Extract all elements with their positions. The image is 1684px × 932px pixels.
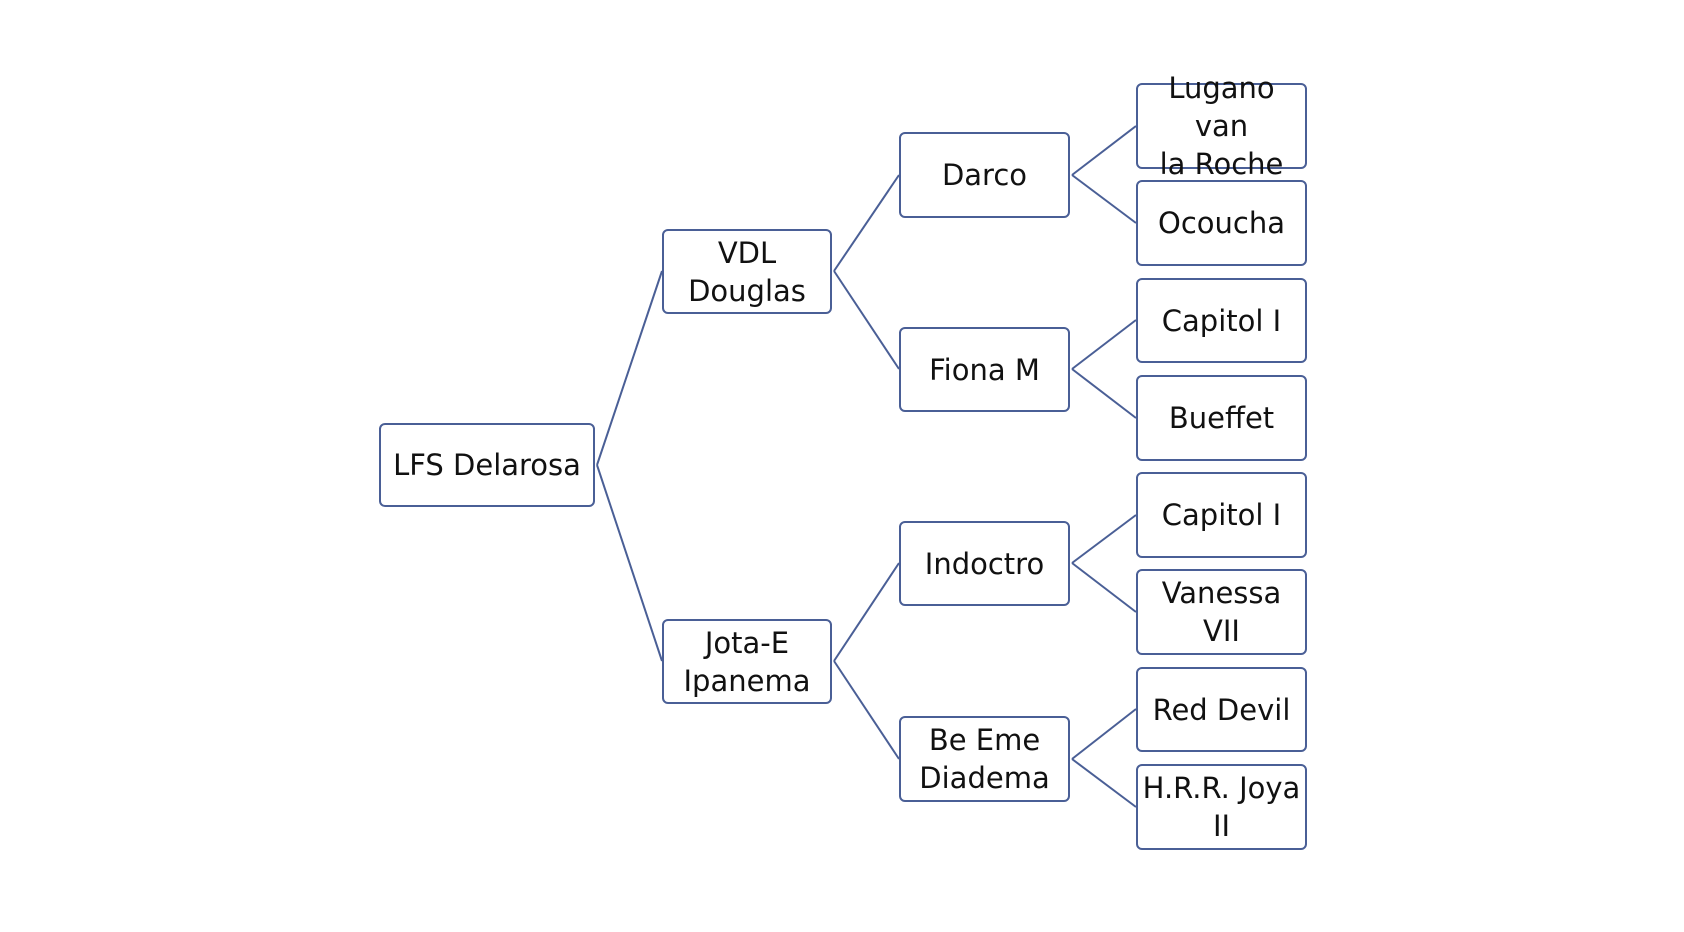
node-sire-dam-fiona-m: Fiona M — [899, 327, 1070, 412]
node-red-devil: Red Devil — [1136, 667, 1307, 752]
node-dam-dam-be-eme-diadema: Be Eme Diadema — [899, 716, 1070, 802]
node-label: Capitol I — [1161, 303, 1282, 338]
connector-indoctro-capitol — [1071, 514, 1137, 564]
node-label: Be Eme Diadema — [919, 723, 1050, 795]
node-label: Jota-E Ipanema — [683, 625, 811, 698]
connector-sire-sire-sire — [833, 174, 900, 272]
node-hrr-joya-ii: H.R.R. Joya II — [1136, 764, 1307, 850]
node-label: Red Devil — [1152, 692, 1291, 727]
node-lugano-van-la-roche: Lugano van la Roche — [1136, 71, 1307, 181]
connector-sire-sire-dam — [833, 270, 900, 370]
connector-darco-ocoucha — [1071, 174, 1137, 224]
connector-root-dam — [596, 464, 663, 662]
node-label: Vanessa VII — [1161, 576, 1282, 648]
node-label: Lugano van la Roche — [1159, 71, 1284, 181]
node-ocoucha: Ocoucha — [1136, 180, 1307, 266]
node-dam-jota-e-ipanema: Jota-E Ipanema — [662, 619, 832, 704]
node-label: H.R.R. Joya II — [1142, 771, 1301, 843]
node-label: Bueffet — [1168, 401, 1275, 435]
node-label: Indoctro — [924, 546, 1045, 581]
node-label: VDL Douglas — [688, 235, 806, 308]
node-label: Ocoucha — [1158, 206, 1285, 240]
node-label: Darco — [941, 158, 1028, 192]
node-capitol-i-dam-side: Capitol I — [1136, 472, 1307, 558]
connector-darco-lugano — [1071, 125, 1137, 176]
node-label: Fiona M — [929, 352, 1040, 387]
connector-diadema-reddevil — [1071, 708, 1137, 760]
node-sire-vdl-douglas: VDL Douglas — [662, 229, 832, 314]
connector-fiona-bueffet — [1071, 368, 1137, 419]
connector-dam-dam-dam — [833, 660, 900, 760]
connector-fiona-capitol — [1071, 319, 1137, 370]
node-capitol-i-sire-side: Capitol I — [1136, 278, 1307, 363]
node-label: LFS Delarosa — [393, 448, 581, 482]
node-dam-sire-indoctro: Indoctro — [899, 521, 1070, 606]
node-label: Capitol I — [1161, 498, 1282, 532]
node-root-lfs-delarosa: LFS Delarosa — [379, 423, 595, 507]
connector-dam-dam-sire — [833, 562, 900, 662]
node-vanessa-vii: Vanessa VII — [1136, 569, 1307, 655]
connector-root-sire — [596, 270, 663, 466]
node-bueffet: Bueffet — [1136, 375, 1307, 461]
connector-indoctro-vanessa — [1071, 562, 1137, 613]
node-sire-sire-darco: Darco — [899, 132, 1070, 218]
connector-diadema-joya — [1071, 758, 1137, 808]
